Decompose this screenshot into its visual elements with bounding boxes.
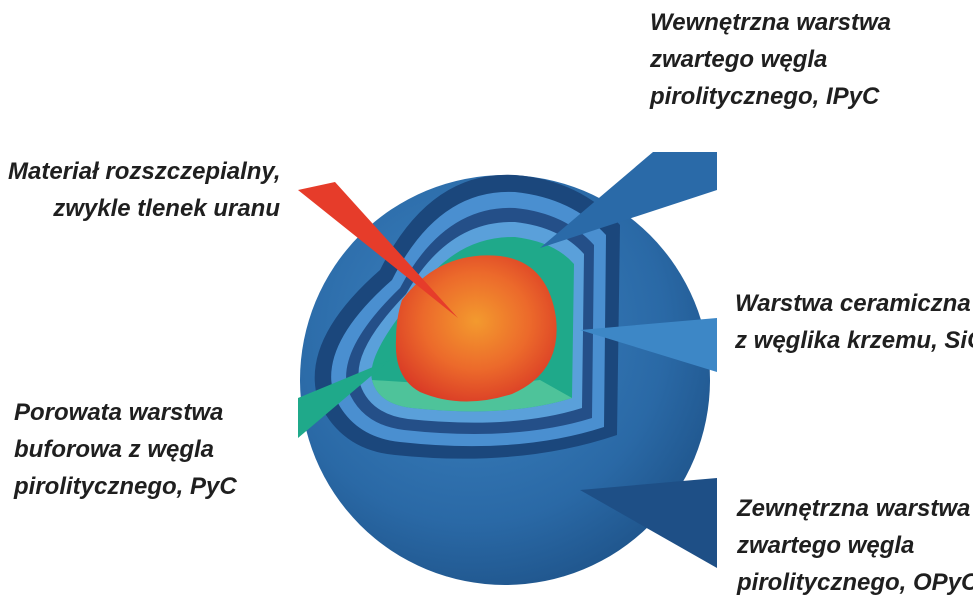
fissile-label-line-1: Materiał rozszczepialny, xyxy=(8,153,280,190)
sic-label-line-2: z węglika krzemu, SiC xyxy=(735,322,973,359)
ipyc-label-line-2: zwartego węgla xyxy=(650,41,891,78)
buffer-label-line-3: pirolitycznego, PyC xyxy=(14,468,237,505)
opyc-label-line-1: Zewnętrzna warstwa xyxy=(737,490,973,527)
sic-label-line-1: Warstwa ceramiczna xyxy=(735,285,973,322)
ipyc-label-line-3: pirolitycznego, IPyC xyxy=(650,78,891,115)
ipyc-label-line-1: Wewnętrzna warstwa xyxy=(650,4,891,41)
opyc-label-line-2: zwartego węgla xyxy=(737,527,973,564)
ipyc-label: Wewnętrzna warstwa zwartego węgla piroli… xyxy=(650,4,891,115)
opyc-label-line-3: pirolitycznego, OPyC xyxy=(737,564,973,601)
opyc-label: Zewnętrzna warstwa zwartego węgla piroli… xyxy=(737,490,973,601)
buffer-label-line-1: Porowata warstwa xyxy=(14,394,237,431)
fissile-label-line-2: zwykle tlenek uranu xyxy=(8,190,280,227)
sic-label: Warstwa ceramiczna z węglika krzemu, SiC xyxy=(735,285,973,359)
buffer-label: Porowata warstwa buforowa z węgla piroli… xyxy=(14,394,237,505)
buffer-label-line-2: buforowa z węgla xyxy=(14,431,237,468)
fissile-material-label: Materiał rozszczepialny, zwykle tlenek u… xyxy=(8,153,280,227)
